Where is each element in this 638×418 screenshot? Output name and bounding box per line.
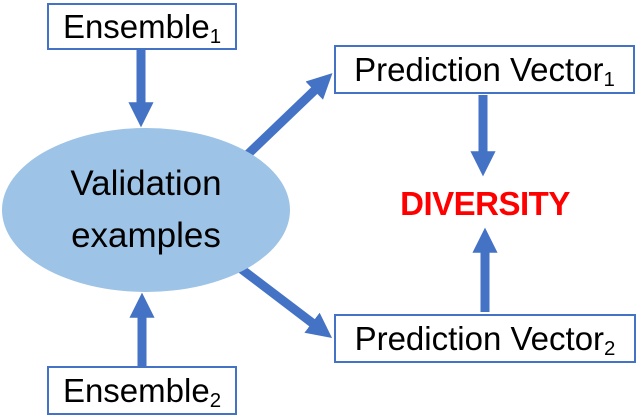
node-prediction-vector2: Prediction Vector2 bbox=[334, 314, 636, 363]
node-prediction-vector1-subscript: 1 bbox=[603, 67, 615, 91]
arrow-validation-to-prediction2 bbox=[237, 264, 333, 338]
node-validation-examples: Validation examples bbox=[2, 128, 290, 292]
node-ensemble2-subscript: 2 bbox=[209, 388, 222, 412]
node-ensemble1-label: Ensemble1 bbox=[62, 7, 222, 48]
node-prediction-vector2-subscript: 2 bbox=[604, 336, 616, 360]
diversity-label: DIVERSITY bbox=[400, 185, 570, 222]
arrow-validation-to-prediction1 bbox=[241, 73, 333, 161]
node-prediction-vector1: Prediction Vector1 bbox=[334, 45, 635, 94]
validation-line1: Validation bbox=[70, 164, 222, 203]
node-prediction-vector1-label: Prediction Vector1 bbox=[354, 50, 615, 91]
node-ensemble1-subscript: 1 bbox=[209, 24, 222, 48]
node-ensemble1: Ensemble1 bbox=[47, 3, 237, 50]
node-ensemble2-label: Ensemble2 bbox=[62, 371, 222, 412]
validation-line2: examples bbox=[71, 216, 221, 255]
node-ensemble2: Ensemble2 bbox=[47, 366, 237, 415]
node-prediction-vector2-label: Prediction Vector2 bbox=[354, 319, 616, 360]
